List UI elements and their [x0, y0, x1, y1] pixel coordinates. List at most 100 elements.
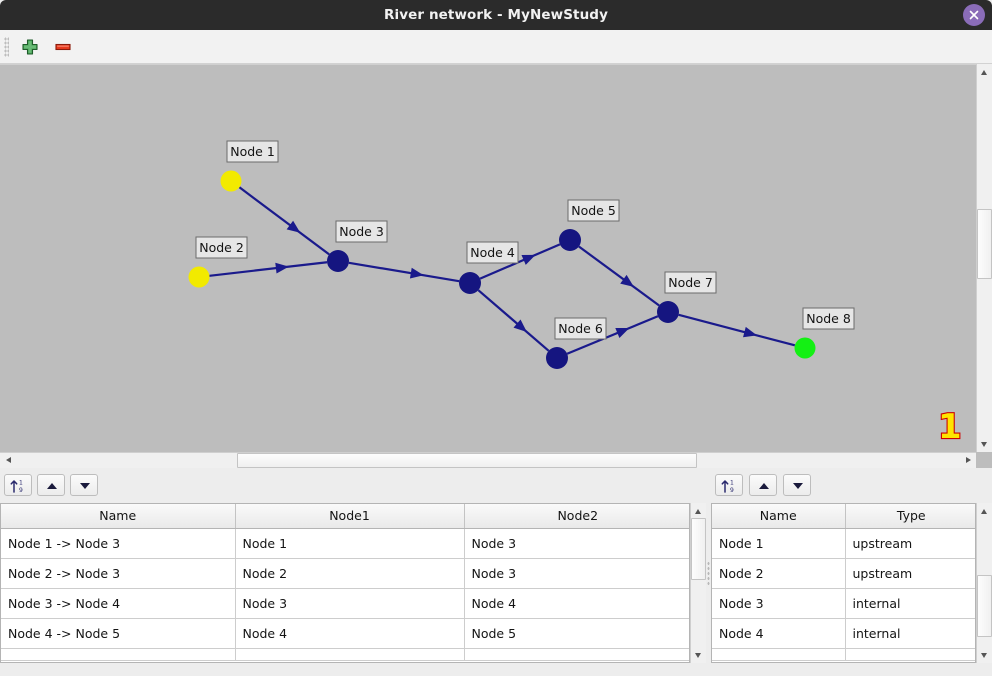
graph-node-node1[interactable] — [220, 170, 242, 192]
table-cell[interactable]: Node 2 — [235, 558, 465, 589]
table-cell[interactable]: Node 4 — [712, 618, 846, 649]
graph-node-node2[interactable] — [188, 266, 210, 288]
graph-node-node8[interactable] — [794, 337, 816, 359]
graph-node-node6[interactable] — [546, 347, 568, 369]
column-header-name[interactable]: Name — [712, 504, 846, 529]
table-cell[interactable]: Node 2 — [712, 558, 846, 589]
graph-node-node3[interactable] — [327, 250, 349, 272]
svg-text:Node 1: Node 1 — [230, 144, 275, 159]
table-cell[interactable]: Node 3 — [235, 588, 465, 619]
arrow-up-icon — [47, 483, 57, 489]
scroll-right-button[interactable] — [961, 453, 976, 468]
nodes-scroll-up-button[interactable] — [977, 503, 992, 518]
table-cell[interactable]: Node 1 — [712, 528, 846, 559]
table-cell-empty — [845, 648, 975, 661]
scroll-up-button[interactable] — [977, 64, 992, 79]
toolbar-drag-handle[interactable] — [4, 37, 9, 57]
table-cell[interactable]: Node 3 -> Node 4 — [1, 588, 236, 619]
tables-splitter-vertical[interactable] — [706, 471, 711, 676]
window-title: River network - MyNewStudy — [384, 7, 608, 23]
diagram-horizontal-scrollbar[interactable] — [0, 452, 976, 468]
edge-Node5-to-Node7[interactable] — [578, 245, 660, 307]
edge-arrowhead — [743, 326, 757, 338]
network-canvas[interactable]: Node 1 Node 2 Node 3 Node 4 Node 5 Node 6 Node… — [0, 65, 968, 453]
links-scroll-down-button[interactable] — [691, 648, 706, 663]
column-header-type[interactable]: Type — [845, 504, 975, 529]
links-sort-ascending-icon[interactable]: 1 9 — [4, 474, 32, 496]
edge-arrowhead — [513, 319, 527, 333]
table-cell[interactable]: Node 3 — [464, 528, 689, 559]
add-plus-icon[interactable] — [20, 38, 40, 56]
node-label-node7[interactable]: Node 7 — [664, 271, 717, 294]
table-cell[interactable]: Node 4 — [464, 588, 689, 619]
table-cell-empty — [1, 648, 236, 661]
edge-Node4-to-Node5[interactable] — [479, 243, 561, 280]
links-move-up-button[interactable] — [37, 474, 65, 496]
graph-node-node5[interactable] — [559, 229, 581, 251]
graph-node-node7[interactable] — [657, 301, 679, 323]
links-table-vertical-scrollbar[interactable] — [690, 503, 706, 663]
table-cell[interactable]: Node 5 — [464, 618, 689, 649]
node-label-node8[interactable]: Node 8 — [802, 307, 855, 330]
table-cell[interactable]: Node 3 — [712, 588, 846, 619]
diagram-vscroll-thumb[interactable] — [977, 209, 992, 279]
edge-Node1-to-Node3[interactable] — [238, 186, 330, 256]
table-cell[interactable]: upstream — [845, 528, 975, 559]
nodes-move-down-button[interactable] — [783, 474, 811, 496]
node-label-node3[interactable]: Node 3 — [335, 220, 388, 243]
nodes-move-up-button[interactable] — [749, 474, 777, 496]
table-cell[interactable]: Node 2 -> Node 3 — [1, 558, 236, 589]
table-cell[interactable]: Node 1 -> Node 3 — [1, 528, 236, 559]
edges-group — [209, 186, 796, 355]
svg-text:Node 3: Node 3 — [339, 224, 384, 239]
table-row-empty — [1, 648, 689, 661]
node-label-node2[interactable]: Node 2 — [195, 236, 248, 259]
diagram-hscroll-thumb[interactable] — [237, 453, 697, 468]
column-header-node1[interactable]: Node1 — [235, 504, 465, 529]
links-vscroll-thumb[interactable] — [691, 518, 706, 580]
scroll-down-button[interactable] — [977, 437, 992, 452]
links-scroll-up-button[interactable] — [691, 503, 706, 518]
nodes-sort-ascending-icon[interactable]: 1 9 — [715, 474, 743, 496]
nodes-scroll-down-button[interactable] — [977, 648, 992, 663]
table-cell[interactable]: Node 1 — [235, 528, 465, 559]
close-icon[interactable] — [963, 4, 985, 26]
column-header-node2[interactable]: Node2 — [464, 504, 689, 529]
node-label-node1[interactable]: Node 1 — [226, 140, 279, 163]
edge-Node7-to-Node8[interactable] — [678, 313, 796, 347]
scroll-left-button[interactable] — [0, 453, 15, 468]
table-cell[interactable]: upstream — [845, 558, 975, 589]
edge-Node3-to-Node4[interactable] — [348, 261, 460, 283]
edge-Node2-to-Node3[interactable] — [209, 261, 328, 277]
node-label-node5[interactable]: Node 5 — [567, 199, 620, 222]
table-cell-empty — [464, 648, 689, 661]
table-cell[interactable]: internal — [845, 588, 975, 619]
nodes-table-vertical-scrollbar[interactable] — [976, 503, 992, 663]
edge-Node6-to-Node7[interactable] — [566, 315, 659, 355]
table-cell[interactable]: Node 4 — [235, 618, 465, 649]
table-cell[interactable]: Node 3 — [464, 558, 689, 589]
graph-node-node4[interactable] — [459, 272, 481, 294]
svg-text:1: 1 — [730, 480, 734, 487]
table-cell[interactable]: Node 4 -> Node 5 — [1, 618, 236, 649]
node-label-node6[interactable]: Node 6 — [554, 317, 607, 340]
edge-Node4-to-Node6[interactable] — [477, 289, 550, 352]
remove-minus-icon[interactable] — [53, 38, 73, 56]
svg-text:Node 7: Node 7 — [668, 275, 713, 290]
diagram-vertical-scrollbar[interactable] — [976, 64, 992, 452]
column-header-name[interactable]: Name — [1, 504, 236, 529]
nodes-vscroll-thumb[interactable] — [977, 575, 992, 637]
links-move-down-button[interactable] — [70, 474, 98, 496]
node-label-node4[interactable]: Node 4 — [466, 241, 519, 264]
table-cell[interactable]: internal — [845, 618, 975, 649]
